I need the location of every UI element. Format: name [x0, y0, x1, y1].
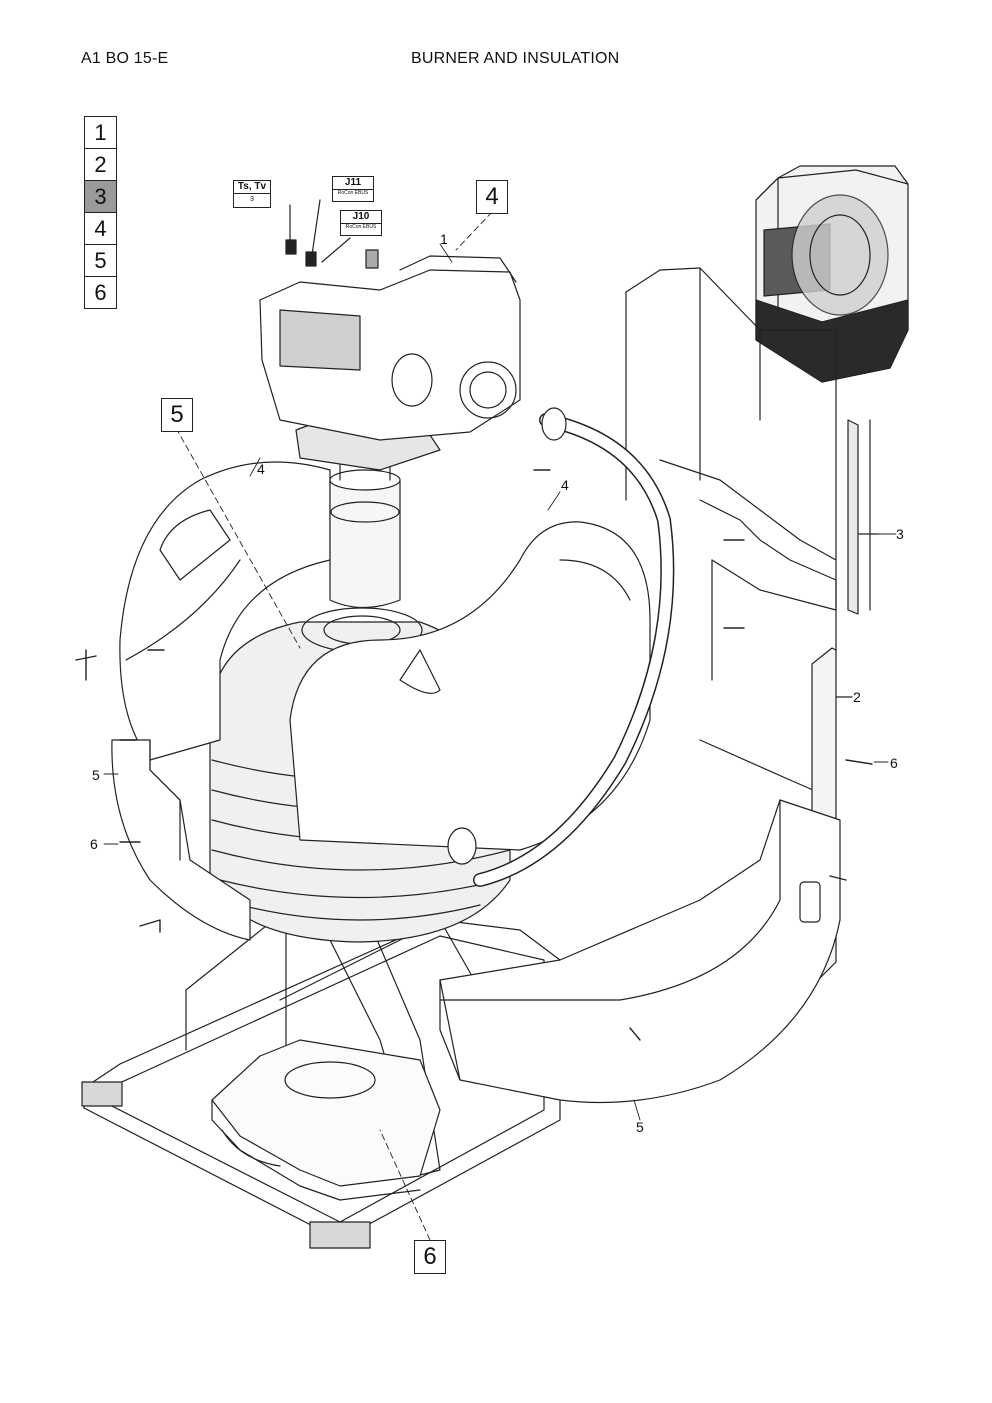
leader-lines	[103, 211, 897, 1241]
callout-box-5[interactable]: 5	[161, 398, 193, 432]
part-number-6-right: 6	[890, 755, 898, 771]
part-number-1: 1	[440, 231, 448, 247]
connector-leads	[285, 199, 379, 269]
insulation-shell-4-front	[289, 521, 651, 851]
nav-item-1[interactable]: 1	[84, 116, 117, 149]
part-number-2: 2	[853, 689, 861, 705]
flue-pipe	[447, 407, 675, 887]
nav-item-3[interactable]: 3	[84, 180, 117, 213]
connector-j10-label: J10 RoCon EBUS	[340, 210, 382, 236]
part-number-4-front: 4	[561, 477, 569, 493]
nav-item-4[interactable]: 4	[84, 212, 117, 245]
connector-ts-tv-label: Ts, Tv 3	[233, 180, 271, 208]
side-panel-3	[847, 419, 879, 615]
part-number-3: 3	[896, 526, 904, 542]
insulation-shell-5-left	[111, 739, 251, 941]
fastening-clips	[75, 469, 873, 1041]
callout-box-4[interactable]: 4	[476, 180, 508, 214]
part-number-4-left: 4	[257, 461, 265, 477]
burner-fan-assembly-1	[259, 255, 521, 471]
nav-item-2[interactable]: 2	[84, 148, 117, 181]
connector-j11-label: J11 RoCon EBUS	[332, 176, 374, 202]
nav-item-6[interactable]: 6	[84, 276, 117, 309]
section-navigator: 1 2 3 4 5 6	[84, 116, 117, 309]
insulation-shell-5-front	[439, 799, 841, 1104]
part-number-5-left: 5	[92, 767, 100, 783]
nav-item-5[interactable]: 5	[84, 244, 117, 277]
product-thumbnail	[755, 165, 909, 383]
part-number-6-left: 6	[90, 836, 98, 852]
back-panel-frame	[625, 267, 837, 801]
part-number-5-front: 5	[636, 1119, 644, 1135]
bottom-insulation-6	[211, 1039, 441, 1201]
page-title: BURNER AND INSULATION	[411, 50, 620, 67]
document-code: A1 BO 15-E	[81, 50, 169, 67]
callout-box-6[interactable]: 6	[414, 1240, 446, 1274]
